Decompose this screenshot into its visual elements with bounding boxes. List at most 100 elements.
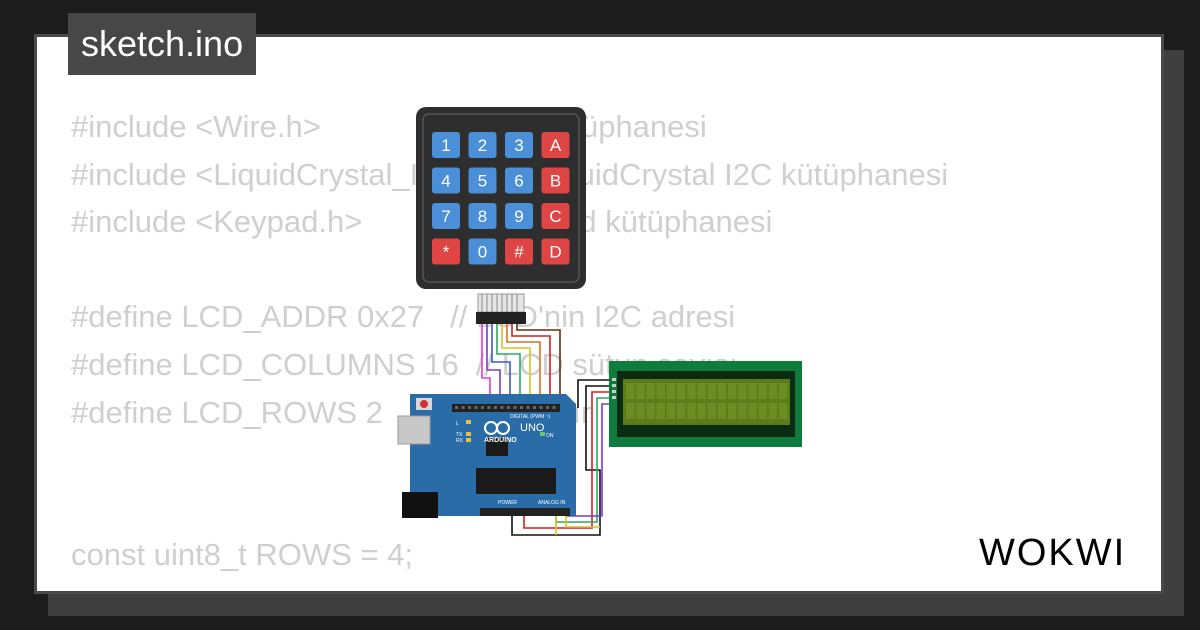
code-line: #define LCD_ADDR 0x27 // LCD'nin I2C adr… xyxy=(71,299,736,335)
keypad-key-label: 0 xyxy=(478,243,487,262)
lcd-char-cell xyxy=(707,383,716,399)
keypad-key-label: * xyxy=(443,243,450,262)
keypad-key-label: 7 xyxy=(441,207,450,226)
lcd-char-cell xyxy=(666,383,676,399)
header-pin xyxy=(461,406,465,409)
digital-label: DIGITAL (PWM ~) xyxy=(510,414,550,420)
header-pin xyxy=(526,406,530,409)
lcd-char-cell xyxy=(758,383,767,399)
header-pin xyxy=(474,406,478,409)
arduino-logo-icon xyxy=(484,421,510,435)
lcd-char-cell xyxy=(707,403,716,419)
lcd-char-cell xyxy=(738,383,747,399)
lcd-char-cell xyxy=(636,403,645,419)
led-label: L xyxy=(456,421,459,427)
header-pin xyxy=(552,406,556,409)
lcd-char-cell xyxy=(748,383,757,399)
keypad-key-label: # xyxy=(514,243,524,262)
header-pin xyxy=(455,406,458,409)
header-pin xyxy=(507,406,510,409)
header-pin xyxy=(468,406,471,409)
keypad-key-label: 2 xyxy=(478,136,487,155)
keypad-key[interactable] xyxy=(505,203,533,229)
lcd-char-cell xyxy=(697,403,706,419)
lcd-char-cell xyxy=(646,403,655,419)
keypad-key[interactable] xyxy=(432,238,460,265)
header-pin xyxy=(546,406,549,409)
arduino-uno: ARDUINO UNO DIGITAL (PWM ~) POWER ANALOG… xyxy=(397,394,576,518)
lcd-char-cell xyxy=(779,383,788,399)
code-listing: #include <Wire.h> // Wire kütüphanesi#in… xyxy=(71,103,948,591)
lcd-char-cell xyxy=(768,403,778,419)
keypad-wires xyxy=(481,322,561,408)
keypad-key-label: 4 xyxy=(441,172,450,191)
keypad-key[interactable] xyxy=(468,203,497,229)
keypad-key[interactable] xyxy=(468,167,497,194)
keypad-key-label: 1 xyxy=(441,136,450,155)
header-pin xyxy=(487,406,491,409)
on-label: ON xyxy=(546,433,554,439)
wokwi-logo-text: WOKWI xyxy=(979,532,1126,574)
keypad-key[interactable] xyxy=(468,132,497,158)
lcd-char-cell xyxy=(758,403,767,419)
keypad-key[interactable] xyxy=(541,132,570,158)
lcd-char-cell xyxy=(666,403,676,419)
keypad-key-label: 8 xyxy=(478,207,487,226)
keypad-key[interactable] xyxy=(541,167,570,194)
lcd-char-cell xyxy=(717,383,727,399)
analog-label: ANALOG IN xyxy=(538,500,566,506)
lcd-char-cell xyxy=(646,383,655,399)
keypad-key-label: 6 xyxy=(514,172,523,191)
wokwi-logo: WOKWI xyxy=(979,532,1126,574)
header-pin xyxy=(500,406,504,409)
lcd-char-cell xyxy=(717,403,727,419)
keypad-key[interactable] xyxy=(541,203,570,229)
lcd-char-cell xyxy=(626,403,635,419)
lcd-char-cell xyxy=(677,403,686,419)
header-pin xyxy=(520,406,523,409)
code-preview-card: #include <Wire.h> // Wire kütüphanesi#in… xyxy=(34,34,1164,594)
lcd-char-cell xyxy=(687,403,696,419)
lcd-char-cell xyxy=(738,403,747,419)
lcd-char-cell xyxy=(779,403,788,419)
lcd-char-cell xyxy=(656,403,665,419)
lcd-char-cell xyxy=(768,383,778,399)
keypad-key-label: 3 xyxy=(514,136,523,155)
keypad-key[interactable] xyxy=(505,132,533,158)
led-label: RX xyxy=(456,438,464,444)
code-line: const uint8_t ROWS = 4; xyxy=(71,537,414,573)
arduino-brand: ARDUINO xyxy=(484,437,517,444)
code-line: const uint8_t COLS = 4; xyxy=(71,579,948,591)
keypad-key[interactable] xyxy=(541,238,570,265)
lcd-char-cell xyxy=(728,383,737,399)
keypad-key[interactable] xyxy=(432,132,460,158)
header-pin xyxy=(539,406,543,409)
lcd-char-cell xyxy=(656,383,665,399)
lcd-char-cell xyxy=(728,403,737,419)
lcd-char-cell xyxy=(677,383,686,399)
keypad-key[interactable] xyxy=(432,167,460,194)
header-pin xyxy=(494,406,497,409)
keypad-key-label: 9 xyxy=(514,207,523,226)
arduino-model: UNO xyxy=(520,422,545,434)
keypad-key-label: C xyxy=(549,207,561,226)
keypad-key[interactable] xyxy=(432,203,460,229)
file-name-tag[interactable]: sketch.ino xyxy=(68,13,257,75)
led-label: TX xyxy=(456,432,463,438)
keypad-key[interactable] xyxy=(468,238,497,265)
header-pin xyxy=(481,406,484,409)
keypad-key-label: D xyxy=(549,243,561,262)
keypad-key-label: 5 xyxy=(478,172,487,191)
header-pin xyxy=(533,406,536,409)
keypad-key[interactable] xyxy=(505,167,533,194)
keypad-key-label: A xyxy=(550,136,562,155)
keypad-key-label: B xyxy=(550,172,561,191)
header-pin xyxy=(513,406,517,409)
lcd-char-cell xyxy=(626,383,635,399)
power-label: POWER xyxy=(498,500,517,506)
reset-button[interactable] xyxy=(420,400,428,408)
keypad-key[interactable] xyxy=(505,238,533,265)
keypad: 1 2 3 A 4 5 6 B 7 8 9 C * 0 # D xyxy=(416,107,586,324)
lcd-display xyxy=(609,361,802,447)
